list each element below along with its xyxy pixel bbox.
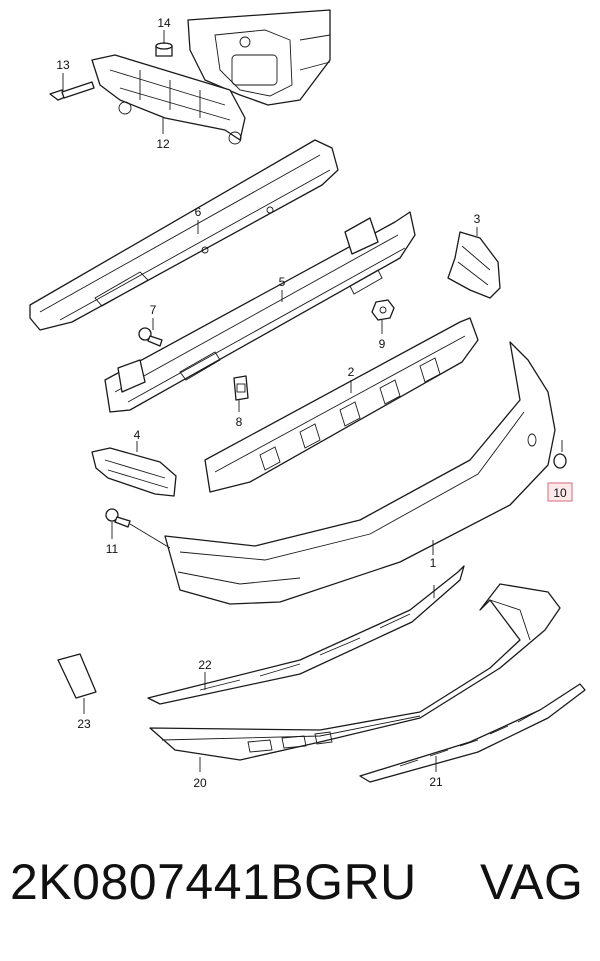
callout-labels: 14 13 12 6 5 3 7 8 9 2 4 10 11 1 22 23 2… [56,16,573,790]
part-caption: 2K0807441BGRU VAG [0,845,600,935]
callout-12: 12 [156,137,170,151]
callout-10: 10 [553,486,567,500]
callout-11: 11 [106,542,119,556]
callout-21: 21 [429,775,443,789]
part-9-nut [371,299,395,321]
part-3-right-guide [447,231,501,299]
part-12-mounting-bracket [91,54,246,145]
callout-14: 14 [157,16,171,30]
part-13-bolt [49,81,95,101]
part-20-lower-trim [149,583,561,761]
part-8-clip-nut [233,375,249,401]
callout-6: 6 [195,205,202,219]
vehicle-body-section [187,9,331,106]
leader-lines [62,30,478,772]
part-10-plug [553,440,567,469]
part-23-flap [57,653,97,699]
part-11-screw [105,508,131,528]
part-4-left-guide [91,447,177,497]
exploded-parts-diagram: 14 13 12 6 5 3 7 8 9 2 4 10 11 1 22 23 2… [29,9,586,790]
callout-2: 2 [348,365,355,379]
brand-text: VAG [480,854,584,910]
callout-22: 22 [198,658,212,672]
callout-10-highlight [547,482,573,502]
callout-20: 20 [193,776,207,790]
part-2-energy-absorber [204,317,479,493]
part-1-bumper-cover [164,341,556,605]
part-5-bumper-carrier [104,211,416,413]
part-21-grille-strip [359,683,586,783]
part-number-text: 2K0807441BGRU [10,854,417,910]
part-14-nut [155,42,173,57]
callout-3: 3 [474,212,481,226]
callout-7: 7 [150,303,157,317]
callout-9: 9 [379,337,386,351]
callout-23: 23 [77,717,91,731]
callout-1: 1 [430,556,437,570]
callout-4: 4 [134,428,141,442]
part-6-impact-bar [29,139,339,331]
part-7-screw [138,327,163,347]
callout-5: 5 [279,275,286,289]
callout-13: 13 [56,58,70,72]
part-22-trim-strip [147,565,465,705]
callout-8: 8 [236,415,243,429]
